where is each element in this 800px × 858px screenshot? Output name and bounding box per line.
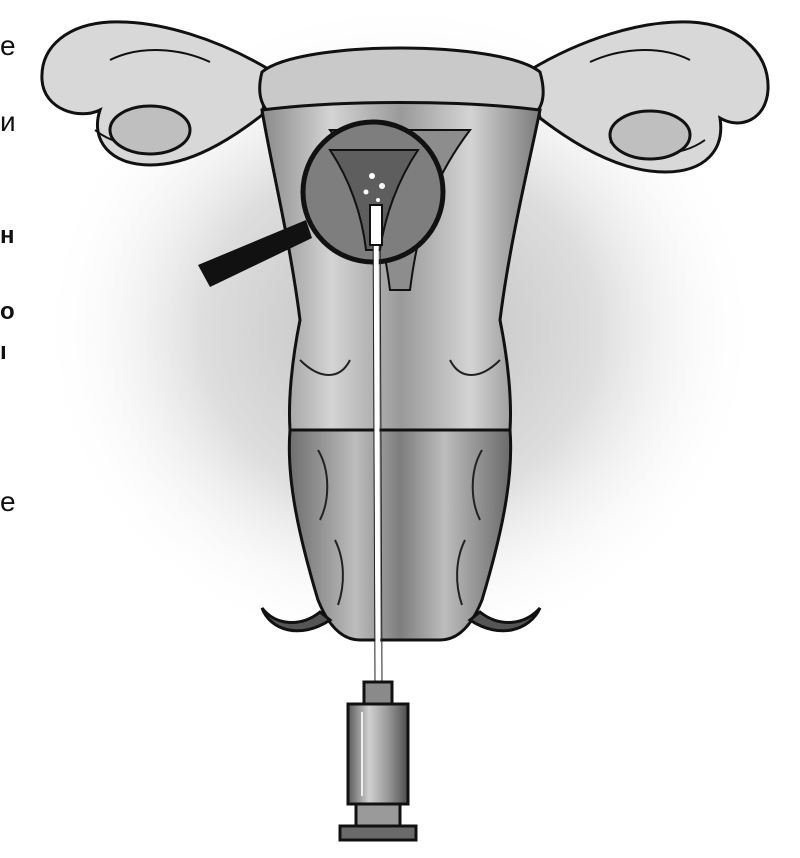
left-ovary: [110, 106, 190, 154]
catheter-tip: [370, 205, 382, 245]
right-ovary: [610, 111, 690, 159]
syringe-icon: [340, 682, 416, 840]
catheter-line: [376, 210, 378, 684]
